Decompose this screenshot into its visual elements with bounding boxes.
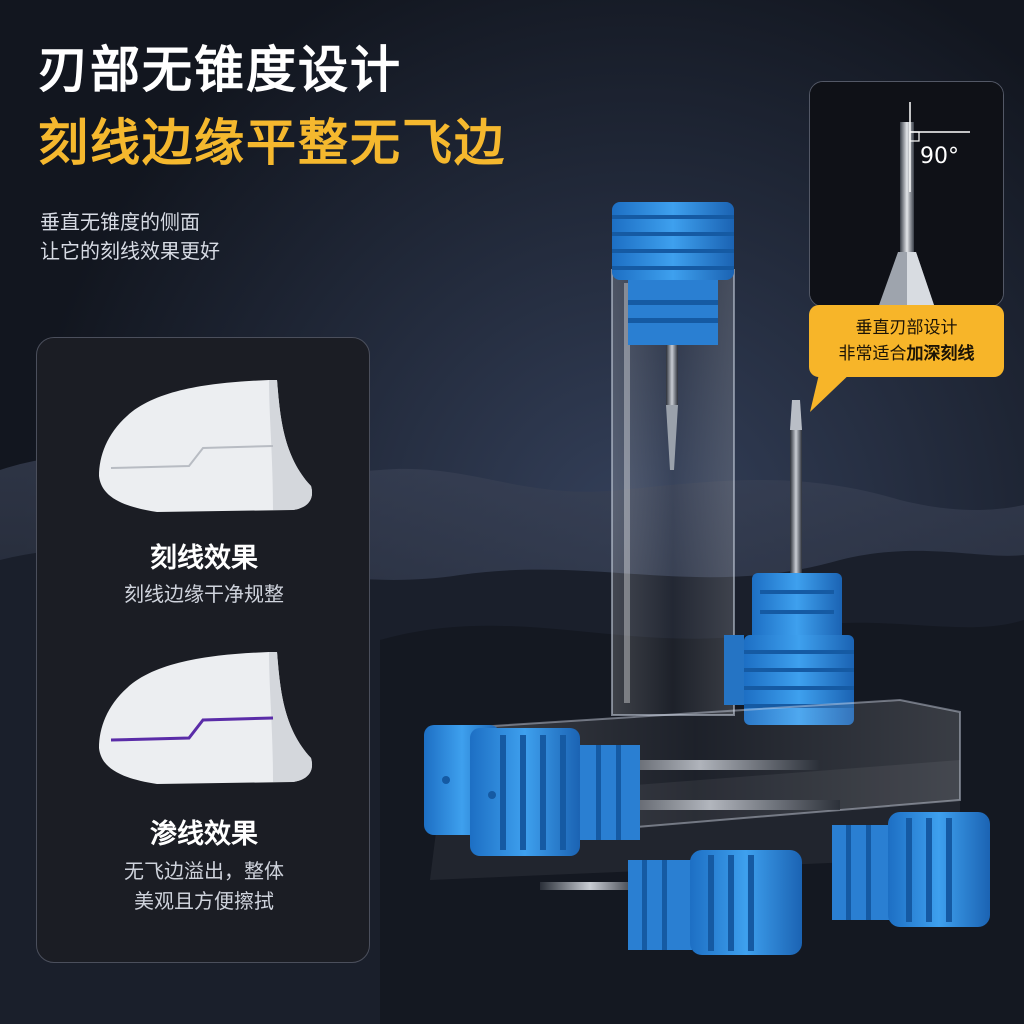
- blade-detail-inset: 90°: [809, 81, 1004, 307]
- ink-effect-title: 渗线效果: [150, 819, 258, 850]
- callout-line: 垂直刃部设计: [855, 318, 958, 338]
- description: 垂直无锥度的侧面 让它的刻线效果更好: [40, 208, 220, 266]
- headline-primary: 刃部无锥度设计: [38, 41, 402, 99]
- angle-label: 90°: [920, 144, 959, 169]
- engrave-effect-desc: 刻线边缘干净规整: [37, 579, 371, 609]
- description-line: 垂直无锥度的侧面: [40, 210, 200, 234]
- comparison-card: 刻线效果 刻线边缘干净规整 渗线效果 无飞边溢出，整体 美观且方便擦拭: [36, 337, 370, 963]
- feature-callout: 垂直刃部设计 非常适合加深刻线: [809, 305, 1004, 377]
- callout-line-emphasis: 加深刻线: [906, 344, 975, 364]
- engraved-sample-image: [99, 380, 313, 512]
- ink-effect-desc: 无飞边溢出，整体 美观且方便擦拭: [37, 856, 371, 916]
- description-line: 让它的刻线效果更好: [40, 239, 220, 263]
- callout-line: 非常适合加深刻线: [809, 341, 1004, 367]
- ink-effect-desc-line: 无飞边溢出，整体: [124, 859, 284, 883]
- callout-text: 垂直刃部设计 非常适合加深刻线: [809, 315, 1004, 367]
- headline-secondary: 刻线边缘平整无飞边: [38, 114, 506, 172]
- engrave-effect-title: 刻线效果: [150, 543, 258, 574]
- ink-effect-desc-line: 美观且方便擦拭: [134, 889, 274, 913]
- callout-line-prefix: 非常适合: [838, 344, 907, 364]
- blade-closeup-image: [810, 82, 1003, 306]
- ink-filled-sample-image: [99, 652, 313, 784]
- engrave-effect-desc-line: 刻线边缘干净规整: [124, 582, 284, 606]
- callout-pointer: [810, 370, 854, 412]
